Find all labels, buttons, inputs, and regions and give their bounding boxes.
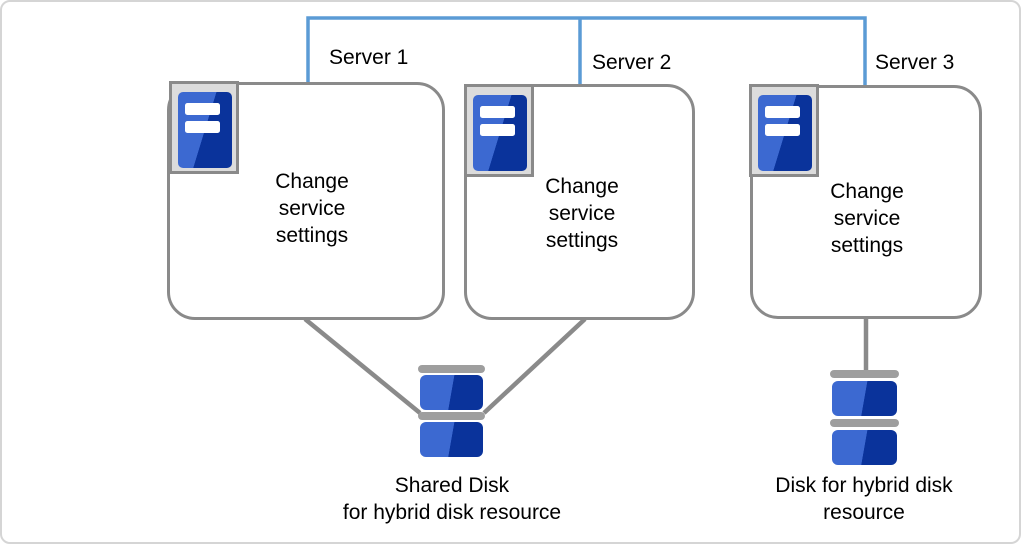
disk-cap bbox=[830, 419, 899, 427]
server-tower-icon bbox=[464, 84, 534, 177]
server-icon-slot bbox=[480, 106, 515, 118]
server3-label: Server 3 bbox=[875, 51, 955, 74]
disk-cap bbox=[418, 412, 485, 420]
local-disk-stack-icon bbox=[830, 370, 899, 465]
server-icon-slot bbox=[765, 124, 800, 136]
network-link-line bbox=[306, 16, 867, 86]
server-icon-slot bbox=[185, 121, 220, 133]
shared-disk-label: Shared Disk for hybrid disk resource bbox=[342, 474, 562, 524]
server-icon-slot bbox=[185, 103, 220, 115]
disk-platter bbox=[832, 430, 897, 465]
server-icon-slot bbox=[480, 124, 515, 136]
disk-cap bbox=[418, 365, 485, 373]
server1-shared-disk-link-line bbox=[303, 317, 422, 415]
server-tower-icon bbox=[749, 84, 819, 177]
disk-platter bbox=[420, 375, 483, 410]
server-icon-body bbox=[758, 95, 812, 171]
server-icon-body bbox=[473, 95, 527, 171]
server2-label: Server 2 bbox=[592, 51, 672, 74]
server1-label: Server 1 bbox=[329, 46, 409, 69]
server3-action-text: Change service settings bbox=[830, 180, 904, 257]
server-icon-body bbox=[178, 92, 232, 168]
server2-box bbox=[464, 84, 695, 320]
server1-action-text: Change service settings bbox=[275, 170, 349, 247]
server-tower-icon bbox=[169, 81, 239, 174]
disk-cap bbox=[830, 370, 899, 378]
shared-disk-stack-icon bbox=[418, 365, 485, 457]
server2-action-text: Change service settings bbox=[545, 175, 619, 252]
disk-platter bbox=[420, 422, 483, 457]
server-icon-slot bbox=[765, 106, 800, 118]
disk-platter bbox=[832, 381, 897, 416]
local-disk-label: Disk for hybrid disk resource bbox=[775, 474, 953, 524]
server2-shared-disk-link-line bbox=[482, 317, 587, 415]
